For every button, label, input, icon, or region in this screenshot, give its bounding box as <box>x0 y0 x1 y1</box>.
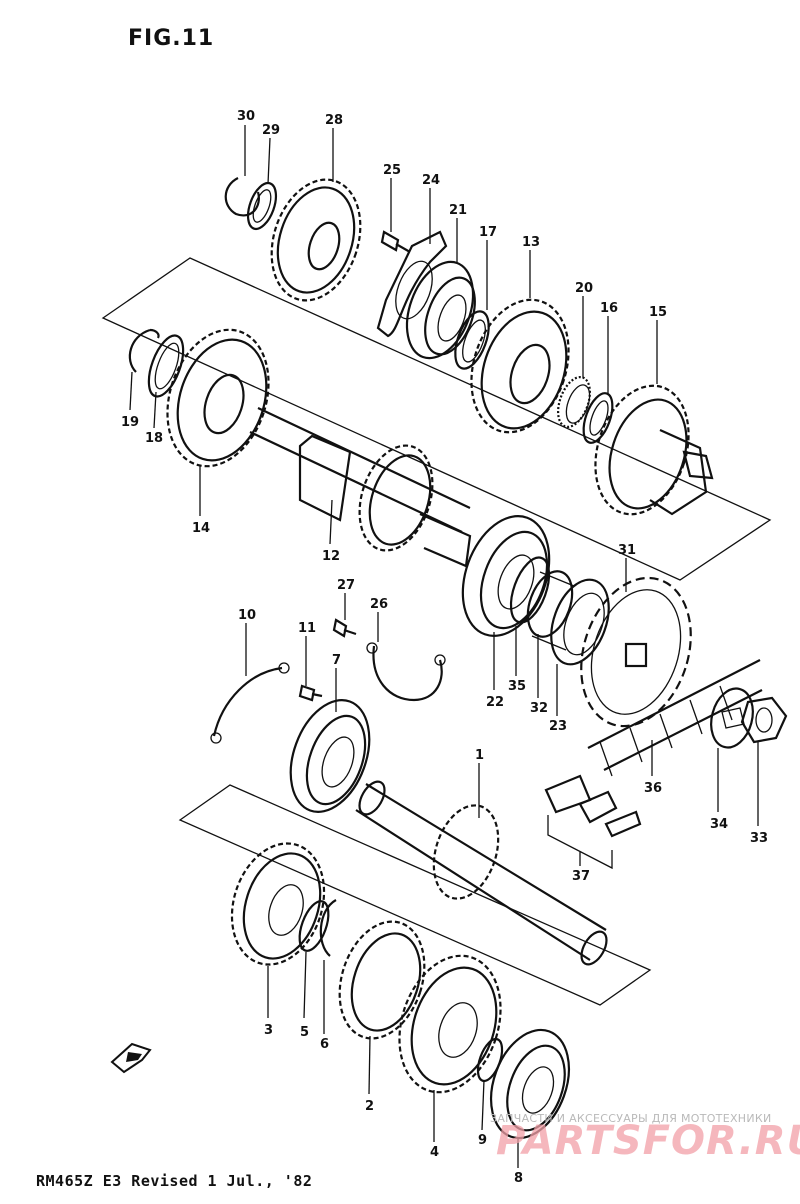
part-28-gear <box>270 178 362 302</box>
part-14-gear <box>166 328 270 468</box>
part-8-bearing <box>490 1028 570 1140</box>
label-28: 28 <box>325 113 343 128</box>
part-7-bearing <box>289 699 371 813</box>
footer-revision: RM465Z E3 Revised 1 Jul., '82 <box>36 1172 313 1190</box>
part-29-washer <box>246 181 278 231</box>
lower-group-outline <box>178 784 652 1006</box>
label-6: 6 <box>320 1037 329 1052</box>
part-20-needle-bearing <box>557 376 591 428</box>
label-26: 26 <box>370 597 388 612</box>
label-16: 16 <box>600 301 618 316</box>
label-8: 8 <box>514 1171 523 1186</box>
part-27-screw <box>332 618 357 638</box>
label-37: 37 <box>572 869 590 884</box>
part-37-master-link <box>544 774 642 838</box>
part-19-circlip <box>128 328 160 373</box>
part-23-oil-seal <box>550 578 610 666</box>
label-33: 33 <box>750 831 768 846</box>
label-19: 19 <box>121 415 139 430</box>
part-16-washer <box>582 392 614 444</box>
label-23: 23 <box>549 719 567 734</box>
part-22-bearing <box>461 515 551 637</box>
label-4: 4 <box>430 1145 439 1160</box>
part-26-guide <box>366 642 446 702</box>
label-22: 22 <box>486 695 504 710</box>
label-36: 36 <box>644 781 662 796</box>
label-13: 13 <box>522 235 540 250</box>
watermark-tagline: ЗАПЧАСТИ И АКСЕССУАРЫ ДЛЯ МОТОТЕХНИКИ <box>490 1112 772 1125</box>
part-6-circlip <box>319 899 337 957</box>
part-35-ring <box>509 556 551 624</box>
part-11-screw <box>298 684 323 702</box>
label-20: 20 <box>575 281 593 296</box>
label-7: 7 <box>332 653 341 668</box>
label-3: 3 <box>264 1023 273 1038</box>
label-31: 31 <box>618 543 636 558</box>
part-33-nut <box>740 696 788 744</box>
label-17: 17 <box>479 225 497 240</box>
part-2-gear <box>338 920 426 1040</box>
part-1-driveshaft <box>355 780 608 966</box>
label-25: 25 <box>383 163 401 178</box>
label-32: 32 <box>530 701 548 716</box>
label-29: 29 <box>262 123 280 138</box>
label-35: 35 <box>508 679 526 694</box>
watermark-brand: PARTSFOR.RU <box>496 1118 800 1164</box>
part-31-sprocket <box>580 576 692 728</box>
part-17-washer <box>454 310 490 370</box>
label-15: 15 <box>649 305 667 320</box>
part-labels: 30 29 28 25 24 21 17 13 20 16 15 19 18 1… <box>121 109 768 1186</box>
label-10: 10 <box>238 608 256 623</box>
part-21-bearing <box>405 260 476 360</box>
label-24: 24 <box>422 173 440 188</box>
chain-bracket-37 <box>547 815 613 870</box>
part-24-retainer <box>376 230 448 338</box>
label-2: 2 <box>365 1099 374 1114</box>
leader-lines <box>129 125 759 1168</box>
part-3-gear <box>230 842 326 966</box>
part-30-circlip <box>224 177 260 217</box>
label-18: 18 <box>145 431 163 446</box>
label-21: 21 <box>449 203 467 218</box>
part-13-gear <box>470 298 570 434</box>
part-18-washer <box>147 334 185 398</box>
part-5-washer <box>298 900 330 952</box>
part-36-chain <box>587 659 763 777</box>
part-10-guide <box>210 662 290 744</box>
label-30: 30 <box>237 109 255 124</box>
label-5: 5 <box>300 1025 309 1040</box>
front-arrow-icon <box>110 1042 152 1074</box>
part-15-gear <box>594 384 714 516</box>
part-25-screw <box>380 230 411 253</box>
label-14: 14 <box>192 521 210 536</box>
label-27: 27 <box>337 578 355 593</box>
label-34: 34 <box>710 817 728 832</box>
label-9: 9 <box>478 1133 487 1148</box>
part-12-countershaft <box>249 407 472 568</box>
label-11: 11 <box>298 621 316 636</box>
figure-title: FIG.11 <box>128 26 215 51</box>
part-34-washer <box>710 687 754 749</box>
label-12: 12 <box>322 549 340 564</box>
label-1: 1 <box>475 748 484 763</box>
upper-group-outline <box>101 257 772 581</box>
